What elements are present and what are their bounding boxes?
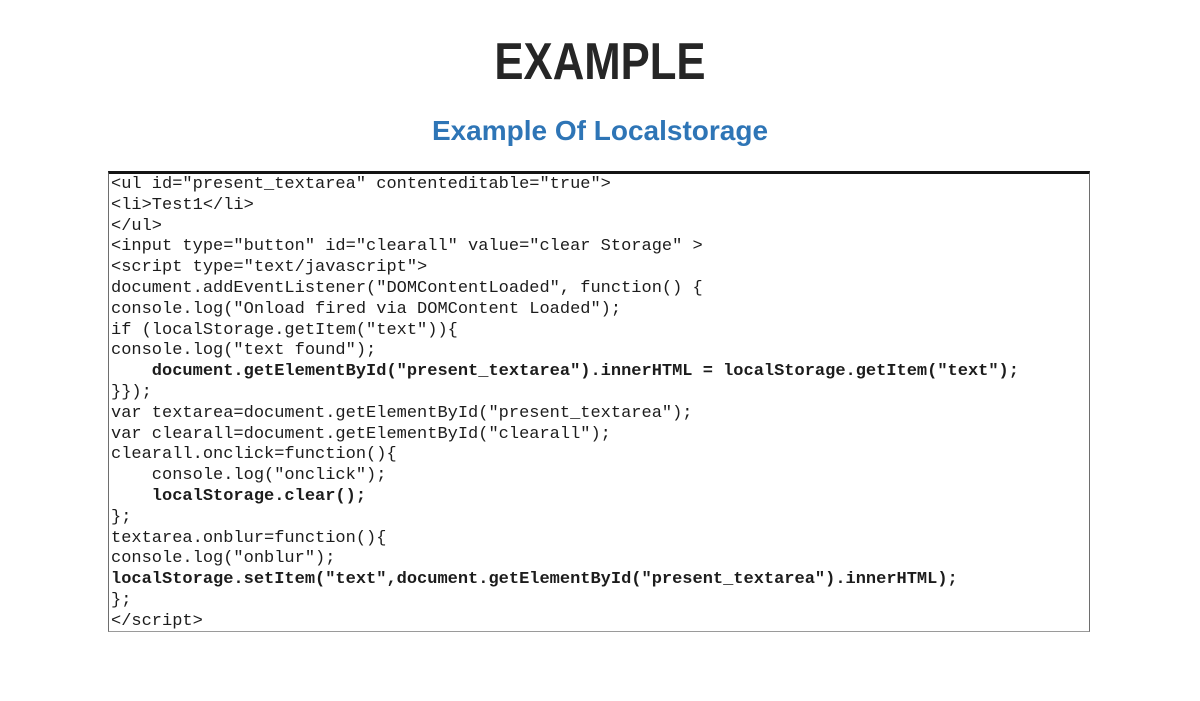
code-line: </ul> xyxy=(111,216,163,236)
code-line: console.log("onblur"); xyxy=(111,549,336,569)
code-line: console.log("text found"); xyxy=(111,341,377,361)
code-block: <ul id="present_textarea" contenteditabl… xyxy=(108,171,1090,632)
code-line: var textarea=document.getElementById("pr… xyxy=(111,403,693,423)
code-line: document.addEventListener("DOMContentLoa… xyxy=(111,278,703,298)
code-line: }}); xyxy=(111,382,152,402)
code-line: <input type="button" id="clearall" value… xyxy=(111,237,703,257)
code-line: <script type="text/javascript"> xyxy=(111,258,428,278)
code-line: </script> xyxy=(111,611,203,631)
slide-title: EXAMPLE xyxy=(494,33,706,91)
code-line: clearall.onclick=function(){ xyxy=(111,445,397,465)
code-line: }; xyxy=(111,590,132,610)
code-line: if (localStorage.getItem("text")){ xyxy=(111,320,458,340)
code-line: textarea.onblur=function(){ xyxy=(111,528,387,548)
code-line: console.log("onclick"); xyxy=(111,466,387,486)
code-line: }; xyxy=(111,507,132,527)
code-line: document.getElementById("present_textare… xyxy=(111,362,1019,382)
code-line: localStorage.clear(); xyxy=(111,486,367,506)
code-line: localStorage.setItem("text",document.get… xyxy=(111,570,958,590)
code-line: console.log("Onload fired via DOMContent… xyxy=(111,299,622,319)
code-line: <ul id="present_textarea" contenteditabl… xyxy=(111,175,611,194)
code-line: var clearall=document.getElementById("cl… xyxy=(111,424,611,444)
code-line: <li>Test1</li> xyxy=(111,195,254,215)
slide-subtitle: Example Of Localstorage xyxy=(431,115,769,146)
